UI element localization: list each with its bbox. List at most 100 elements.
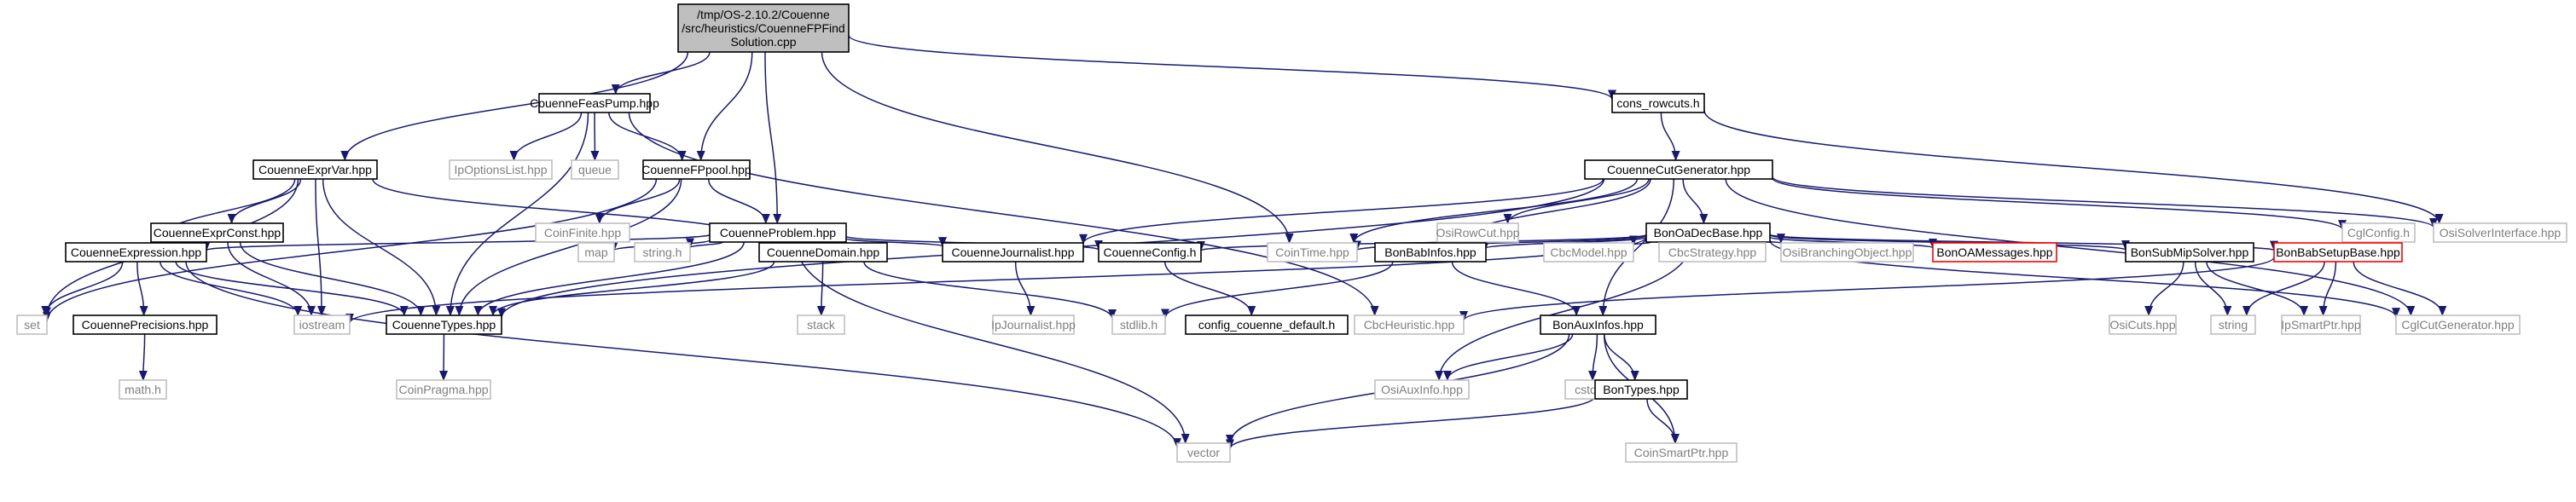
node-couenneconfig-h[interactable]: CouenneConfig.h bbox=[1098, 242, 1202, 263]
node-couenneexprconst-hpp[interactable]: CouenneExprConst.hpp bbox=[150, 222, 284, 243]
edge-arrow bbox=[816, 261, 826, 316]
edge-arrow bbox=[202, 234, 711, 251]
node-bonauxinfos-hpp[interactable]: BonAuxInfos.hpp bbox=[1540, 314, 1656, 335]
node-couennefppool-hpp[interactable]: CouenneFPpool.hpp bbox=[641, 159, 751, 180]
node-couenneexpression-hpp[interactable]: CouenneExpression.hpp bbox=[65, 242, 207, 263]
node-box bbox=[577, 242, 615, 263]
edge-bonbabsetup-to-cglcutgen bbox=[2353, 261, 2447, 316]
node-couennecutgenerator-hpp[interactable]: CouenneCutGenerator.hpp bbox=[1584, 159, 1773, 180]
edge-arrow bbox=[1588, 333, 1598, 381]
edges-layer bbox=[41, 35, 2447, 450]
node-bonoadecbase-hpp[interactable]: BonOaDecBase.hpp bbox=[1645, 222, 1771, 243]
node-label: math.h bbox=[125, 383, 161, 396]
edge-arrow bbox=[1769, 233, 1785, 245]
edge-arrow bbox=[1451, 261, 1581, 316]
node-label: OsiBranchingObject.hpp bbox=[1783, 245, 1912, 259]
node-couennejournalist-hpp[interactable]: CouenneJournalist.hpp bbox=[942, 242, 1084, 263]
edge-problem-to-journalist bbox=[845, 236, 947, 248]
node-bonbabinfos-hpp[interactable]: BonBabInfos.hpp bbox=[1374, 242, 1487, 263]
edge-arrow bbox=[445, 112, 589, 316]
node-couennedomain-hpp[interactable]: CouenneDomain.hpp bbox=[758, 242, 888, 263]
edge-rowcuts-to-osisolver bbox=[1703, 110, 2444, 224]
edge-fppool-to-coinfinite bbox=[595, 178, 681, 224]
edge-arrow bbox=[1349, 178, 1639, 244]
edge-arrow bbox=[2194, 261, 2232, 316]
node-box bbox=[2341, 222, 2416, 243]
node-box bbox=[2395, 314, 2521, 335]
node-math-h: math.h bbox=[119, 379, 167, 400]
edge-arrow bbox=[1161, 261, 1394, 320]
node-box bbox=[396, 379, 491, 400]
edge-arrow bbox=[764, 51, 782, 224]
node-couenneexprvar-hpp[interactable]: CouenneExprVar.hpp bbox=[252, 159, 378, 180]
node-box bbox=[1658, 242, 1767, 263]
edge-root-to-feaspump bbox=[611, 51, 711, 95]
edge-arrow bbox=[489, 261, 775, 316]
edge-expression-to-precisions bbox=[136, 261, 148, 316]
edge-arrow bbox=[848, 35, 1616, 101]
node-cbcheuristic-hpp: CbcHeuristic.hpp bbox=[1354, 314, 1465, 335]
edge-arrow bbox=[1014, 261, 1036, 316]
node-label: stdlib.h bbox=[1120, 318, 1157, 332]
edge-arrow bbox=[340, 51, 689, 161]
node-box bbox=[1584, 159, 1773, 180]
node-box bbox=[1780, 242, 1914, 263]
node-label: cons_rowcuts.h bbox=[1616, 96, 1699, 110]
node-couennetypes-hpp[interactable]: CouenneTypes.hpp bbox=[386, 314, 502, 335]
edge-arrow bbox=[707, 178, 770, 224]
edge-domain-to-stdlib bbox=[863, 261, 1117, 320]
node-cons-rowcuts-h[interactable]: cons_rowcuts.h bbox=[1611, 93, 1705, 113]
edge-arrow bbox=[509, 112, 583, 161]
edge-problem-to-vector bbox=[795, 241, 1190, 444]
node-label: queue bbox=[578, 163, 612, 176]
edge-arrow bbox=[41, 261, 124, 316]
node-bonoamessages-hpp[interactable]: BonOAMessages.hpp bbox=[1932, 242, 2057, 263]
edge-expression-to-iostream bbox=[159, 261, 303, 316]
node-couennefeaspump-hpp[interactable]: CouenneFeasPump.hpp bbox=[530, 93, 659, 113]
node-label: stack bbox=[807, 318, 836, 332]
node-vector: vector bbox=[1176, 442, 1231, 463]
node-bontypes-hpp[interactable]: BonTypes.hpp bbox=[1594, 379, 1688, 400]
node-box bbox=[758, 242, 888, 263]
edge-bonauxinfos-to-osiauxinfo bbox=[1442, 333, 1574, 381]
node-label: IpJournalist.hpp bbox=[991, 318, 1076, 332]
edge-arrow bbox=[696, 51, 753, 161]
node-label: OsiCuts.hpp bbox=[2109, 318, 2175, 332]
node-ipoptionslist-hpp: IpOptionsList.hpp bbox=[449, 159, 553, 180]
edge-arrow bbox=[227, 241, 316, 316]
edge-feaspump-to-ipoptlist bbox=[509, 112, 583, 161]
node-label: BonOAMessages.hpp bbox=[1936, 245, 2052, 259]
edge-feaspump-to-cbcheuristic bbox=[628, 112, 1379, 316]
node-coinpragma-hpp: CoinPragma.hpp bbox=[396, 379, 491, 400]
node-box bbox=[642, 159, 751, 180]
node-label: IpOptionsList.hpp bbox=[455, 163, 548, 176]
node-label: CglConfig.h bbox=[2347, 226, 2410, 239]
node-box bbox=[1645, 222, 1771, 243]
node-config-couenne-default-h[interactable]: config_couenne_default.h bbox=[1185, 314, 1349, 335]
edge-journalist-to-ipjournalist bbox=[1014, 261, 1036, 316]
node-tmp-os-2-10-2-couenne-src-heuristics-couennefpfind-solution-cpp[interactable]: /tmp/OS-2.10.2/Couenne/src/heuristics/Co… bbox=[677, 3, 850, 53]
node-couenneproblem-hpp[interactable]: CouenneProblem.hpp bbox=[709, 222, 847, 243]
node-box bbox=[2433, 222, 2567, 243]
node-box bbox=[150, 222, 284, 243]
node-box bbox=[1098, 242, 1202, 263]
node-label: CoinFinite.hpp bbox=[544, 226, 621, 239]
edge-arrow bbox=[1646, 398, 1680, 444]
node-box bbox=[2125, 242, 2254, 263]
node-label: CoinSmartPtr.hpp bbox=[1634, 446, 1729, 459]
node-bonbabsetupbase-hpp[interactable]: BonBabSetupBase.hpp bbox=[2273, 242, 2403, 263]
node-box bbox=[2210, 314, 2256, 335]
node-label: CouenneJournalist.hpp bbox=[952, 245, 1075, 259]
nodes-layer: /tmp/OS-2.10.2/Couenne/src/heuristics/Co… bbox=[16, 3, 2567, 463]
node-bonsubmipsolver-hpp[interactable]: BonSubMipSolver.hpp bbox=[2125, 242, 2254, 263]
node-label: set bbox=[24, 318, 40, 332]
node-box bbox=[1176, 442, 1231, 463]
node-couenneprecisions-hpp[interactable]: CouennePrecisions.hpp bbox=[73, 314, 218, 335]
edge-arrow bbox=[43, 178, 658, 322]
node-box bbox=[1594, 379, 1688, 400]
node-label: string bbox=[2219, 318, 2248, 332]
edge-arrow bbox=[2242, 261, 2325, 316]
edge-arrow bbox=[1703, 110, 2444, 224]
edge-arrow bbox=[1442, 333, 1574, 381]
edge-arrow bbox=[1435, 241, 1692, 381]
